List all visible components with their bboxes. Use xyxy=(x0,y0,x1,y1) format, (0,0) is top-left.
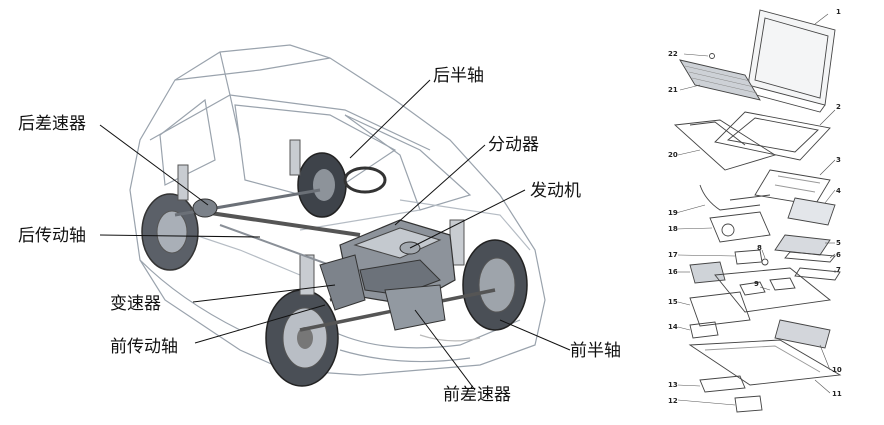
engine-block xyxy=(319,219,456,331)
part-number-2: 2 xyxy=(836,103,841,111)
leader-lines xyxy=(99,79,571,391)
part-number-11: 11 xyxy=(832,390,842,398)
part-number-12: 12 xyxy=(668,397,678,405)
label-rear-differential: 后差速器 xyxy=(18,114,86,134)
part-number-21: 21 xyxy=(668,86,678,94)
part-number-17: 17 xyxy=(668,251,678,259)
part-number-4: 4 xyxy=(836,187,841,195)
part-number-9: 9 xyxy=(754,280,759,288)
part-number-13: 13 xyxy=(668,381,678,389)
part-number-22: 22 xyxy=(668,50,678,58)
part-number-10: 10 xyxy=(832,366,842,374)
steering-wheel xyxy=(343,166,387,194)
part-number-6: 6 xyxy=(836,251,841,259)
label-rear-half-shaft: 后半轴 xyxy=(433,66,484,86)
part-number-3: 3 xyxy=(836,156,841,164)
laptop-exploded-view xyxy=(673,9,842,413)
part-number-19: 19 xyxy=(668,209,678,217)
label-transfer-case: 分动器 xyxy=(488,135,539,155)
part-number-8: 8 xyxy=(757,244,762,252)
part-number-7: 7 xyxy=(836,266,841,274)
laptop-callout-lines xyxy=(675,13,836,406)
part-number-14: 14 xyxy=(668,323,678,331)
part-number-15: 15 xyxy=(668,298,678,306)
label-front-drive-shaft: 前传动轴 xyxy=(110,337,178,357)
label-front-differential: 前差速器 xyxy=(443,385,511,405)
part-number-20: 20 xyxy=(668,151,678,159)
part-number-18: 18 xyxy=(668,225,678,233)
label-engine: 发动机 xyxy=(530,181,581,201)
car-wheels xyxy=(141,152,528,387)
part-number-16: 16 xyxy=(668,268,678,276)
part-number-5: 5 xyxy=(836,239,841,247)
label-transmission: 变速器 xyxy=(110,294,161,314)
label-rear-drive-shaft: 后传动轴 xyxy=(18,226,86,246)
label-front-half-shaft: 前半轴 xyxy=(570,341,621,361)
part-number-1: 1 xyxy=(836,8,841,16)
